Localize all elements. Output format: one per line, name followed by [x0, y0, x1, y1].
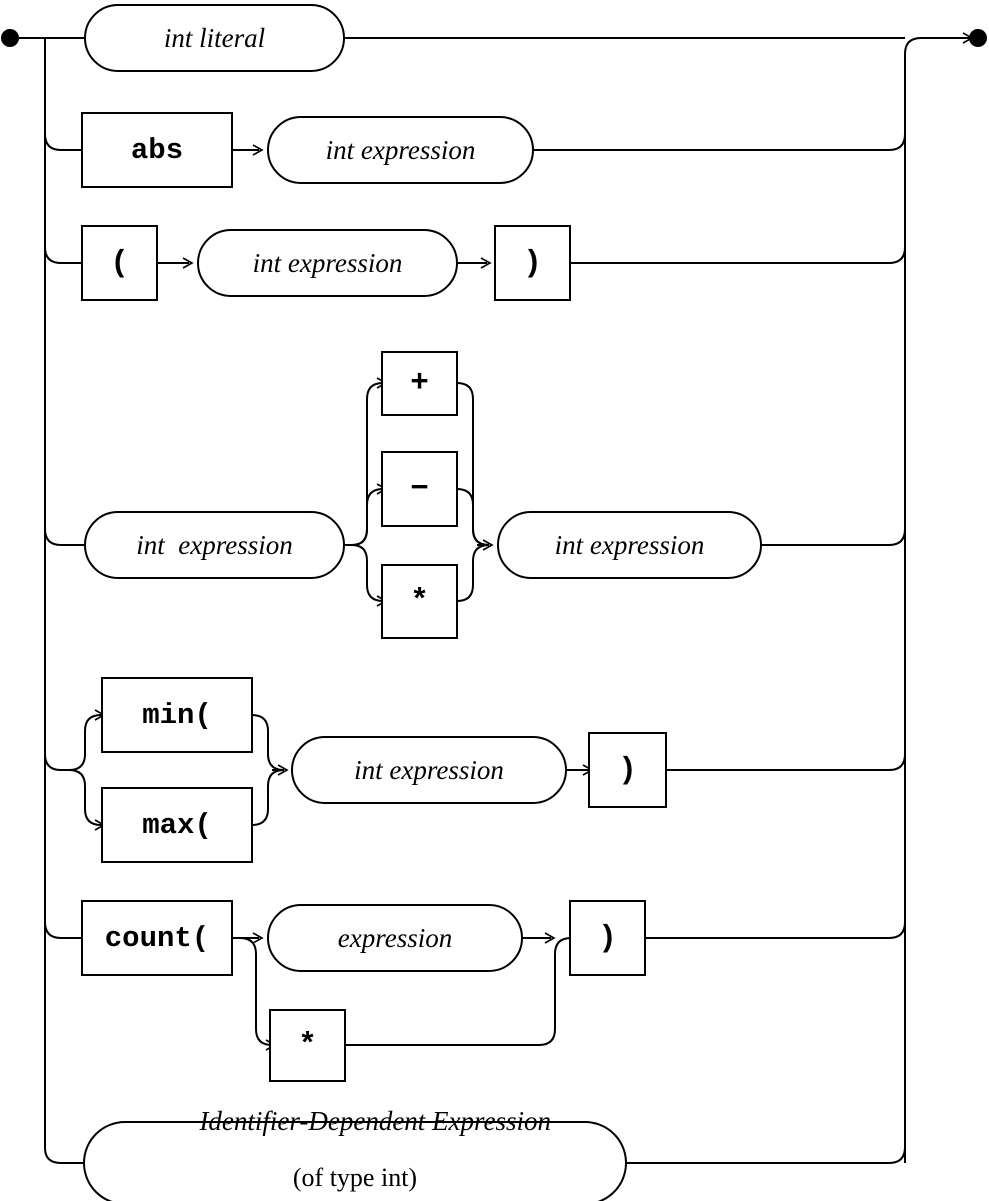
- row4-fan-right-from-star: [456, 544, 490, 602]
- row4-branch-in: [44, 528, 85, 546]
- node-count-expression: [267, 904, 523, 972]
- node-minmax-close: [588, 732, 667, 808]
- row5-fan-right-from-max: [251, 769, 285, 826]
- node-op-times: [381, 564, 458, 639]
- row7-out: [626, 1146, 906, 1164]
- row4-out: [761, 528, 906, 546]
- node-count-open: [81, 900, 233, 976]
- row5-branch-in: [44, 753, 69, 771]
- row3-branch-in: [44, 246, 82, 264]
- row5-out: [666, 753, 906, 771]
- start-terminal-dot: [1, 29, 19, 47]
- row6-out: [645, 921, 906, 939]
- node-binop-right: [497, 511, 762, 579]
- row3-out: [570, 246, 906, 264]
- node-op-minus: [381, 451, 458, 527]
- node-op-plus: [381, 351, 458, 416]
- row6-branch-in: [44, 921, 82, 939]
- row6-fan-right-from-star: [345, 937, 572, 1046]
- node-max-open: [101, 787, 253, 863]
- row6-fan-left-to-star: [239, 937, 277, 1051]
- node-int-literal: [84, 4, 345, 72]
- node-count-close: [569, 900, 646, 976]
- row5-fan-right-from-min: [251, 714, 285, 771]
- node-abs-arg: [267, 116, 534, 184]
- end-lead: [904, 32, 974, 55]
- row7-branch-in: [44, 1147, 84, 1164]
- row4-fan-left-to-minus: [351, 483, 388, 546]
- node-rparen: [494, 225, 571, 301]
- row4-fan-right-from-minus: [456, 488, 490, 546]
- node-minmax-arg: [291, 736, 567, 804]
- node-abs: [81, 112, 233, 188]
- node-min-open: [101, 677, 253, 753]
- node-lparen: [81, 225, 158, 301]
- row5-fan-left-to-max: [68, 769, 106, 831]
- row4-fan-left-to-star: [351, 544, 388, 607]
- end-terminal-dot: [969, 29, 987, 47]
- row2-branch-in: [44, 133, 82, 151]
- node-paren-arg: [197, 229, 458, 297]
- node-identifier-dependent-expression: [83, 1121, 627, 1201]
- row5-fan-left-to-min: [68, 709, 106, 771]
- node-binop-left: [84, 511, 345, 579]
- row2-out: [533, 133, 906, 151]
- node-count-star: [269, 1009, 346, 1082]
